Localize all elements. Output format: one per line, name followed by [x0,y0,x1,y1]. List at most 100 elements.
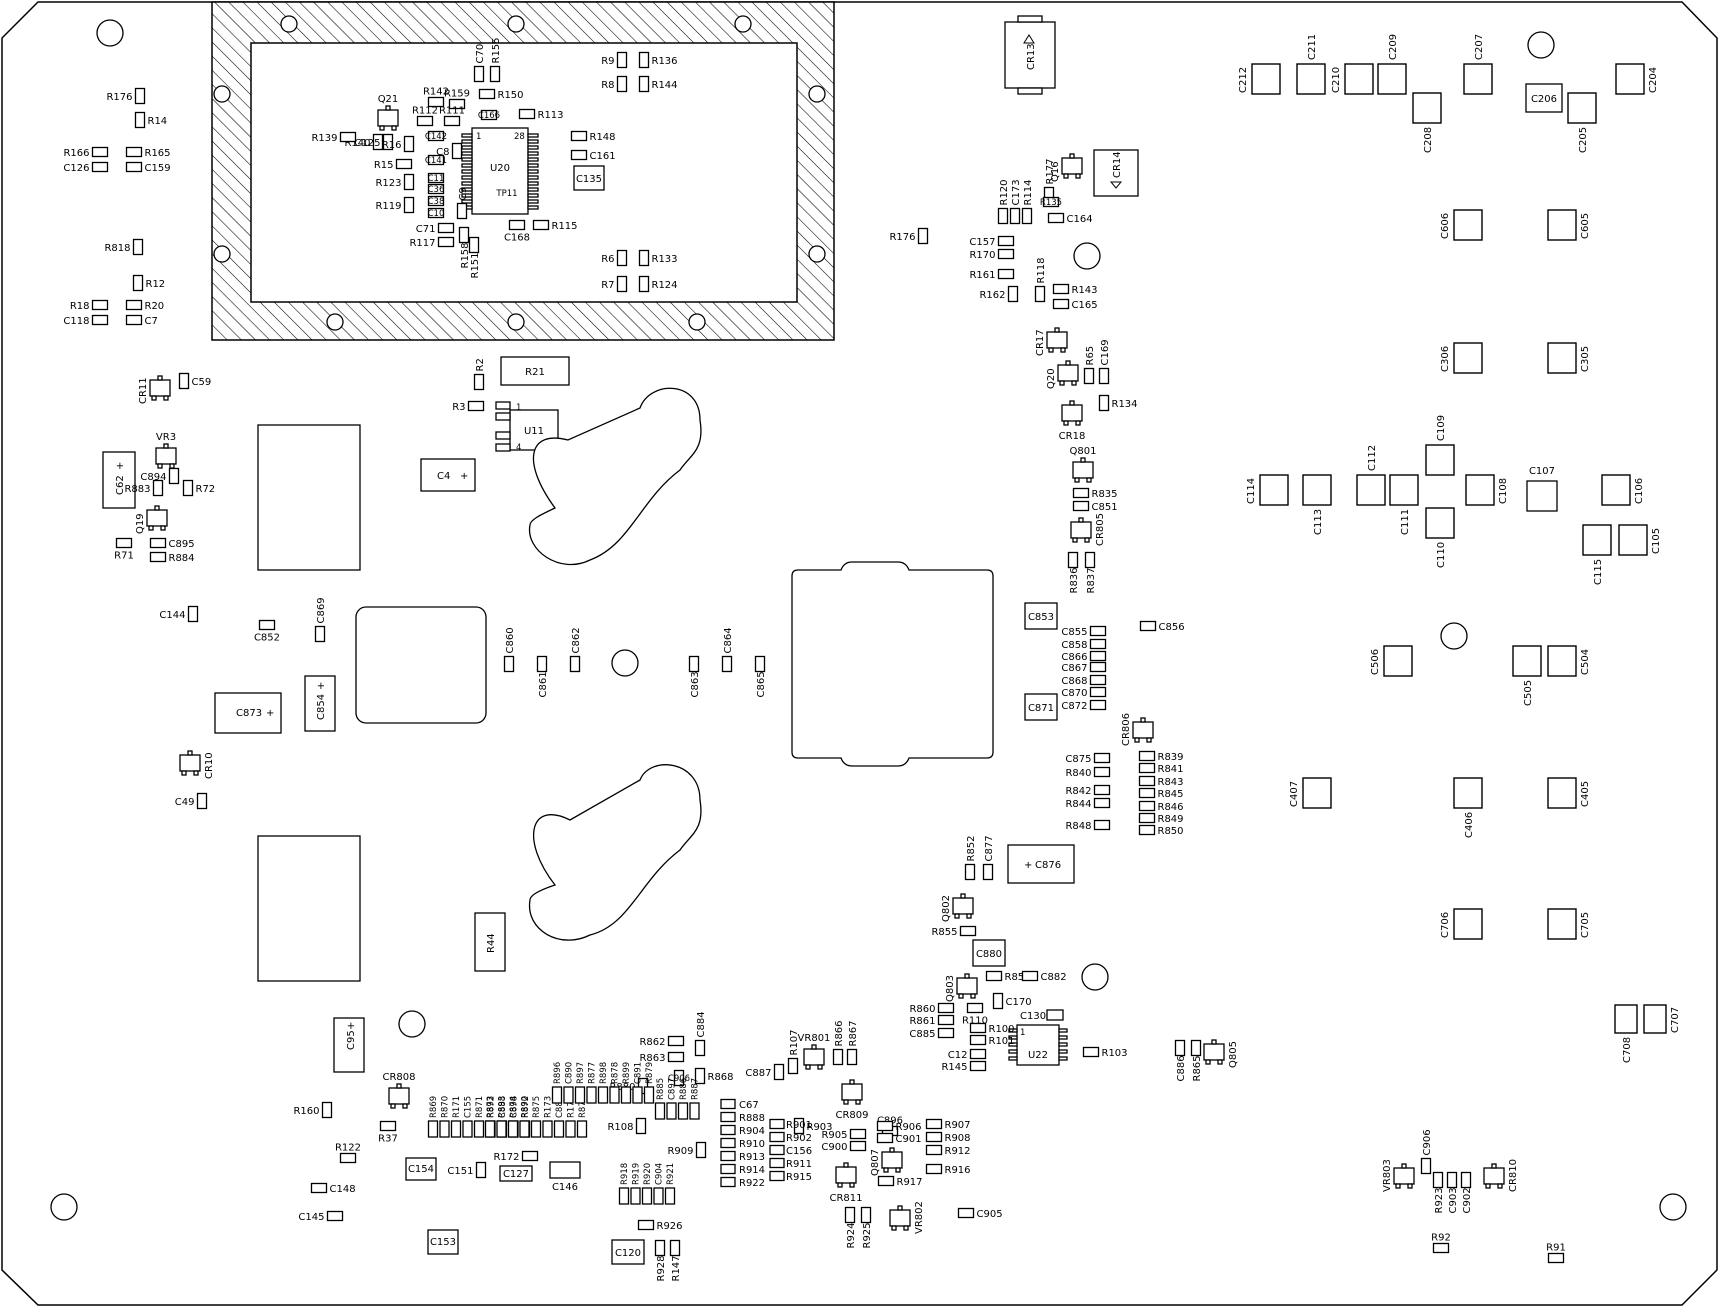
svg-text:C706: C706 [1440,912,1451,938]
svg-text:C865: C865 [756,671,767,697]
part-r110: R110 [962,1002,988,1027]
svg-text:R916: R916 [945,1165,971,1176]
svg-text:R911: R911 [786,1159,812,1170]
svg-text:R883: R883 [124,484,150,495]
part-r117: R117 [409,236,455,249]
svg-text:C855: C855 [1061,627,1087,638]
svg-text:R924: R924 [846,1222,857,1248]
part-r912: R912 [925,1144,971,1157]
svg-text:R177: R177 [1045,158,1056,184]
cap-c210: C210 [1331,63,1374,95]
col-r888: R888 [720,1111,765,1124]
svg-text:C165: C165 [1072,300,1098,311]
svg-text:C151: C151 [447,1166,473,1177]
array-r890: R890 [519,1096,531,1138]
vr801-part: VR801 [798,1033,831,1070]
svg-text:VR801: VR801 [798,1033,831,1044]
part-r7: R7 [601,275,628,293]
svg-text:R836: R836 [1069,567,1080,593]
part-r840: R840 [1065,766,1111,779]
svg-text:R861: R861 [909,1016,935,1027]
svg-text:CR805: CR805 [1095,513,1106,546]
part-c905: C905 [957,1207,1003,1220]
svg-text:C905: C905 [977,1209,1003,1220]
cr18-part: CR18 [1059,400,1086,442]
part-c858: C858 [1061,638,1107,651]
part-r136: R136 [638,51,678,69]
part-r143: R143 [1052,283,1098,296]
inductor-pads [257,424,361,982]
svg-text:R139: R139 [311,133,337,144]
svg-text:R133: R133 [652,254,678,265]
cr805-part: CR805 [1070,513,1106,546]
mounting-holes [50,19,1687,1221]
part-c906: C906 [1420,1129,1433,1175]
array-r920: R920 [641,1163,653,1205]
array-c897: C897 [666,1078,678,1120]
array-r869: R869 [427,1096,439,1138]
part-r12: R12 [132,274,166,292]
svg-text:R65: R65 [1085,346,1096,366]
svg-text:C405: C405 [1580,781,1591,807]
svg-text:R103: R103 [1102,1048,1128,1059]
svg-text:C863: C863 [690,671,701,697]
cap-c505: C505 [1512,645,1542,706]
svg-text:R12: R12 [146,279,166,290]
part-r65: R65 [1083,346,1096,385]
svg-text:C161: C161 [590,151,616,162]
part-r139: R139 [311,131,357,144]
svg-text:C170: C170 [1006,997,1032,1008]
col-r922: R922 [720,1176,765,1189]
q19-part: Q19 [135,505,168,534]
svg-text:C885: C885 [909,1029,935,1040]
part-r6: R6 [601,249,628,267]
cr10-part: CR10 [179,750,215,779]
svg-text:+: + [1024,860,1032,871]
part-c49: C49 [175,792,208,810]
svg-text:C605: C605 [1580,213,1591,239]
cap-c111: C111 [1389,474,1419,535]
part-r20: R20 [125,299,164,312]
svg-text:C210: C210 [1331,67,1342,93]
array-r918: R918 [618,1163,630,1205]
array-r879: R879 [643,1062,655,1104]
svg-text:C155: C155 [464,1096,474,1118]
part-r818: R818 [104,238,144,256]
part-c164: C164 [1047,212,1093,225]
svg-text:R903: R903 [807,1122,833,1133]
svg-text:Q807: Q807 [870,1149,881,1176]
part-r842: R842 [1065,784,1111,797]
array-r871: R871 [473,1096,485,1138]
part-r144: R144 [638,75,678,93]
part-r835: R835 [1072,487,1118,500]
part-c9: C9 [456,187,469,220]
svg-text:CR18: CR18 [1059,431,1086,442]
svg-text:C144: C144 [159,610,185,621]
part-r850: R850 [1138,824,1184,837]
part-c141: C141 [425,154,447,166]
cap-c606: C606 [1440,209,1483,241]
svg-text:C871: C871 [1028,703,1054,714]
svg-text:C115: C115 [1593,559,1604,585]
svg-text:C889: C889 [555,1096,565,1118]
svg-text:R846: R846 [1158,802,1184,813]
c130-part: C130 [1020,1009,1064,1022]
part-r71: R71 [114,537,134,562]
svg-text:R893: R893 [498,1096,508,1118]
svg-text:R896: R896 [553,1062,563,1084]
array-c155: C155 [462,1096,474,1138]
u11-pin4: 4 [516,443,521,453]
cr806-part: CR806 [1121,713,1154,746]
array-r173: R173 [542,1096,554,1138]
part-c170: C170 [992,992,1032,1010]
svg-text:C159: C159 [145,163,171,174]
svg-text:R162: R162 [979,290,1005,301]
svg-text:R886: R886 [679,1078,689,1100]
svg-text:R140: R140 [344,138,370,149]
part-c887: C887 [745,1063,785,1081]
svg-text:C209: C209 [1388,34,1399,60]
svg-text:C305: C305 [1580,346,1591,372]
part-c855: C855 [1061,625,1107,638]
part-r155: R155 [489,37,502,83]
col-r902: R902 [769,1131,812,1144]
